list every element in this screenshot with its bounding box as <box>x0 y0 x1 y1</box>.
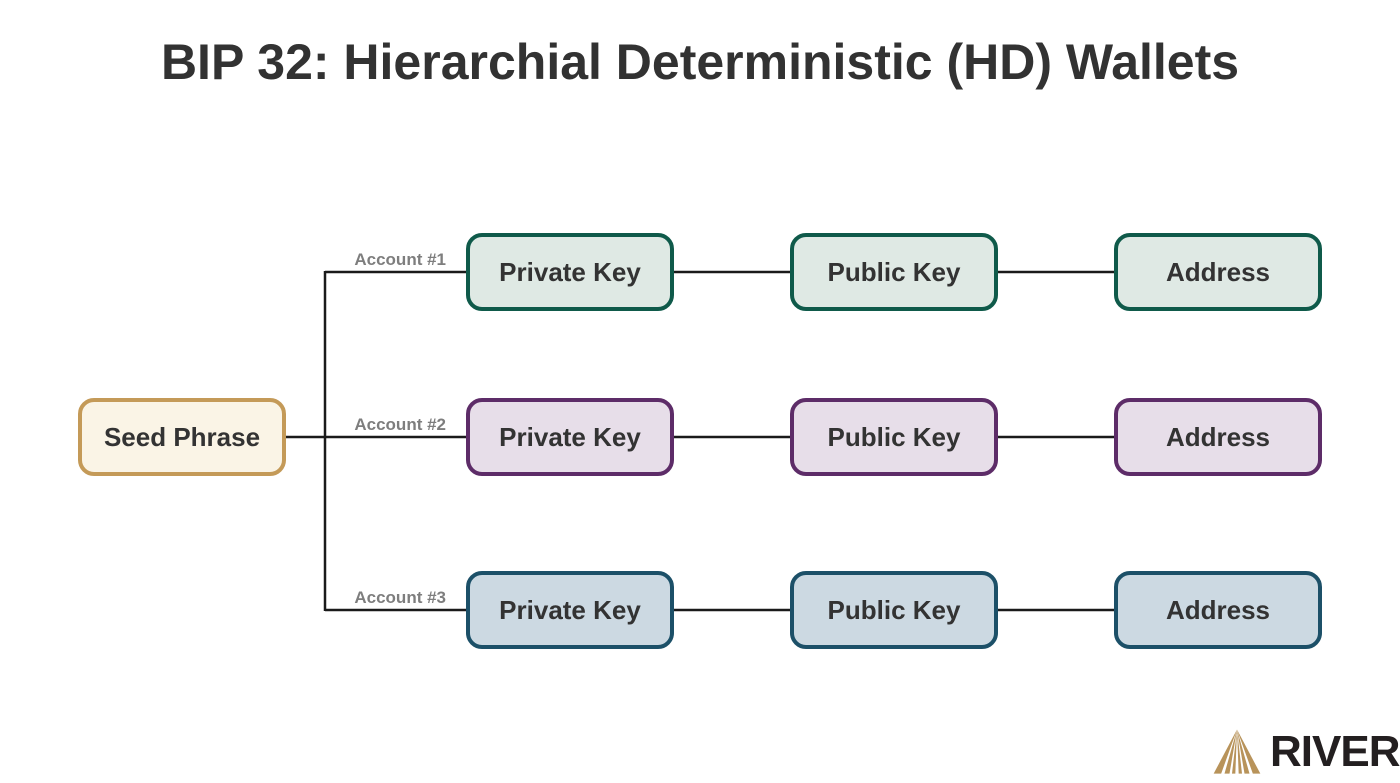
page-title: BIP 32: Hierarchial Deterministic (HD) W… <box>160 34 1240 90</box>
account3-public-key-node: Public Key <box>790 571 998 649</box>
account1-public-key-node: Public Key <box>790 233 998 311</box>
account3-private-key-label: Private Key <box>499 594 641 625</box>
account1-public-key-label: Public Key <box>827 256 961 287</box>
account1-address-node: Address <box>1114 233 1322 311</box>
seed-phrase-node: Seed Phrase <box>78 398 286 476</box>
account-2-label: Account #2 <box>354 415 446 434</box>
account2-address-node: Address <box>1114 398 1322 476</box>
river-logo-wordmark: RIVER <box>1270 727 1400 776</box>
account2-private-key-node: Private Key <box>466 398 674 476</box>
river-logo: RIVER <box>1212 726 1400 778</box>
seed-phrase-label: Seed Phrase <box>103 421 261 452</box>
account3-address-label: Address <box>1165 594 1271 625</box>
account1-address-label: Address <box>1165 256 1271 287</box>
account3-private-key-node: Private Key <box>466 571 674 649</box>
account2-address-label: Address <box>1165 421 1271 452</box>
account3-public-key-label: Public Key <box>827 594 961 625</box>
account2-private-key-label: Private Key <box>499 421 641 452</box>
account-1-label: Account #1 <box>354 250 446 269</box>
account2-public-key-label: Public Key <box>827 421 961 452</box>
account-3-label: Account #3 <box>354 588 446 607</box>
account3-address-node: Address <box>1114 571 1322 649</box>
river-rays-triangle-icon <box>1213 729 1261 774</box>
account1-private-key-node: Private Key <box>466 233 674 311</box>
account2-public-key-node: Public Key <box>790 398 998 476</box>
account1-private-key-label: Private Key <box>499 256 641 287</box>
